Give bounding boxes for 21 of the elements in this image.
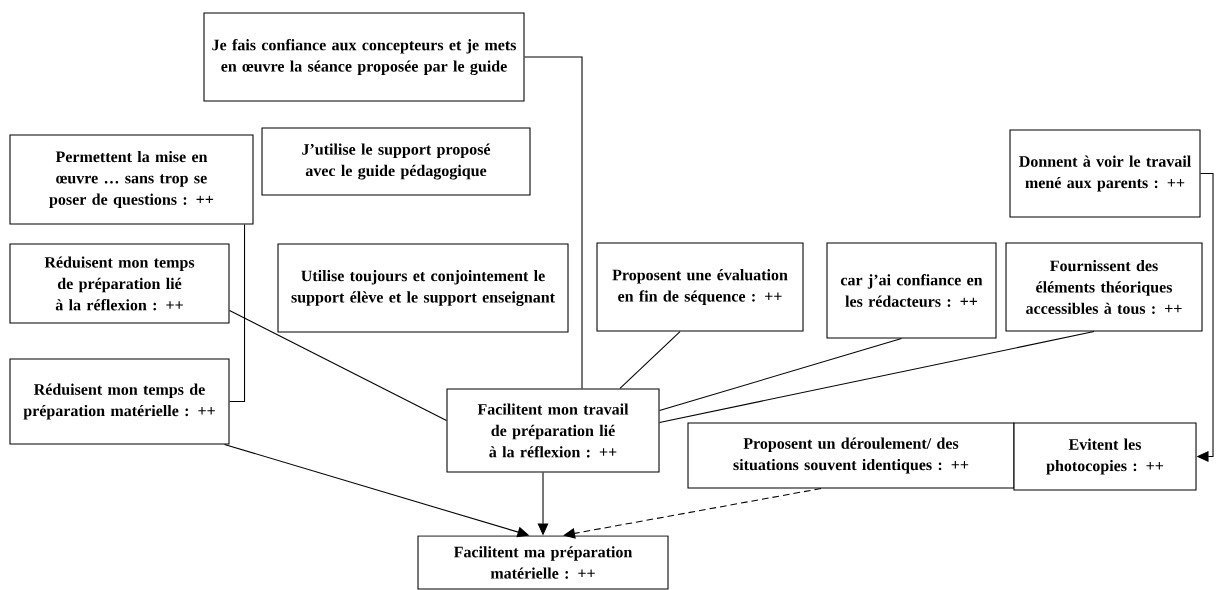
- connector-line: [524, 56, 583, 389]
- arrow: [563, 488, 822, 539]
- text-box: Utilise toujours et conjointement le support élève et le support enseignant: [277, 243, 569, 333]
- text-box: Proposent une évaluation en fin de séquence : ++: [596, 242, 804, 332]
- text-box: car j’ai confiance en les rédacteurs : ++: [826, 242, 997, 339]
- text-box: Proposent un déroulement/ des situations souvent identiques : ++: [687, 422, 1015, 489]
- connector-line: [619, 331, 681, 389]
- connector-line: [229, 309, 447, 422]
- text-box: Permettent la mise en œuvre … sans trop se poser de questions : ++: [9, 134, 254, 225]
- text-box: Evitent les photocopies : ++: [1013, 422, 1197, 491]
- text-box: Facilitent ma préparation matérielle : ++: [417, 535, 669, 590]
- text-box: J’utilise le support proposé avec le guide pédagogique: [261, 127, 531, 196]
- text-box: Réduisent mon temps de préparation lié à la réflexion : ++: [9, 243, 230, 324]
- text-box: Fournissent des éléments théoriques accessibles à tous : ++: [1005, 242, 1203, 332]
- connector-line: [659, 338, 903, 412]
- connector-line: [229, 224, 246, 403]
- text-box: Donnent à voir le travail mené aux parents : ++: [1009, 129, 1201, 218]
- text-box: Facilitent mon travail de préparation lié à la réflexion : ++: [446, 388, 660, 473]
- text-box: Je fais confiance aux concepteurs et je mets en œuvre la séance proposée par le guide: [203, 12, 525, 102]
- text-box: Réduisent mon temps de préparation matérielle : ++: [9, 358, 230, 445]
- connector-line: [659, 331, 1095, 424]
